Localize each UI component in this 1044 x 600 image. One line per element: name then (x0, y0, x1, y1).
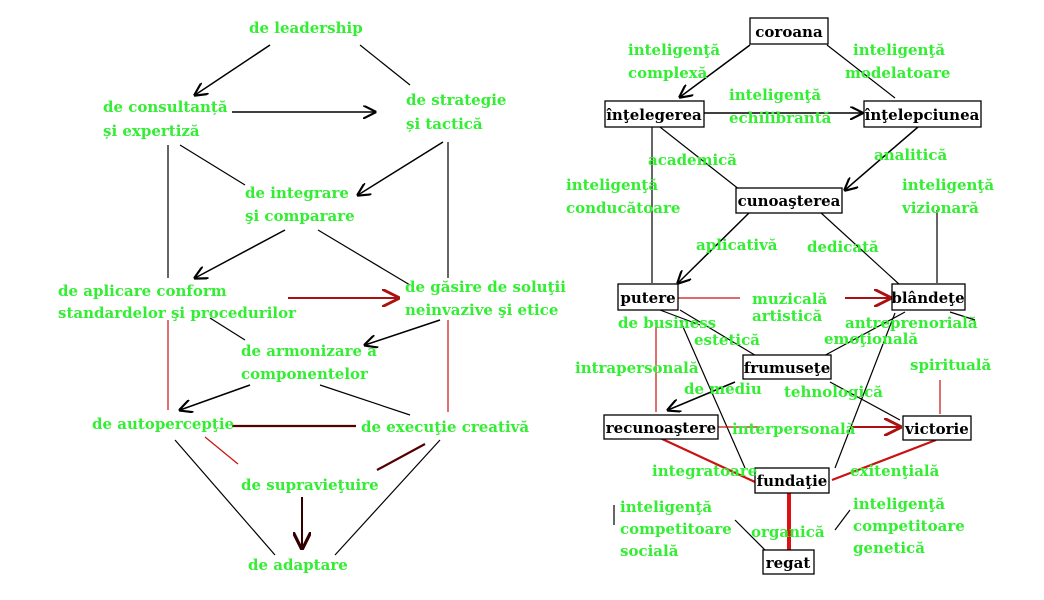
box-frumusete: frumuseţe (742, 354, 832, 380)
svg-text:fundaţie: fundaţie (757, 472, 828, 490)
label-strategie-2: și tactică (406, 115, 483, 133)
label-analitica: analitică (874, 146, 948, 164)
label-muzicala-1: muzicală (752, 290, 828, 308)
label-sociala-3: socială (620, 542, 679, 560)
label-vizionara-1: inteligenţă (902, 176, 994, 194)
label-adaptare: de adaptare (248, 556, 348, 574)
box-cunoasterea: cunoaşterea (735, 187, 843, 214)
label-armonizare-2: componentelor (241, 365, 369, 383)
label-organica: organică (751, 523, 825, 541)
label-strategie-1: de strategie (406, 91, 506, 109)
label-echilibranta-2: echilibrantă (729, 109, 832, 127)
label-academica: academică (648, 151, 737, 169)
label-estetica: estetică (694, 331, 760, 349)
label-integratoare: integratoare (652, 462, 757, 480)
label-gasire-1: de găsire de soluţii (405, 278, 566, 296)
label-genetica-1: inteligenţă (853, 495, 945, 513)
box-regat: regat (762, 549, 815, 575)
label-integrare-1: de integrare (245, 184, 349, 202)
right-connectors (613, 44, 976, 551)
label-mediu: de mediu (684, 380, 762, 398)
right-labels: inteligenţă complexă inteligenţă modelat… (566, 41, 994, 560)
label-conducatoare-1: inteligenţă (566, 176, 658, 194)
label-consultanta-1: de consultanță (103, 98, 228, 116)
label-armonizare-1: de armonizare a (241, 342, 377, 360)
svg-text:recunoaştere: recunoaştere (606, 419, 716, 437)
label-spirituala: spirituală (910, 356, 991, 374)
label-business: de business (618, 314, 716, 332)
label-sociala-1: inteligenţă (620, 498, 712, 516)
label-sociala-2: competitoare (620, 520, 732, 538)
label-existentiala: exitenţială (850, 462, 940, 480)
label-conducatoare-2: conducătoare (566, 199, 680, 217)
box-recunoastere: recunoaştere (603, 414, 719, 440)
svg-text:înţelepciunea: înţelepciunea (865, 106, 980, 124)
svg-text:frumuseţe: frumuseţe (744, 359, 831, 377)
svg-text:blândeţe: blândeţe (891, 289, 964, 307)
svg-text:putere: putere (620, 289, 675, 307)
svg-text:înţelegerea: înţelegerea (606, 106, 702, 124)
box-putere: putere (617, 283, 679, 311)
label-emotionala: emoţională (824, 330, 918, 348)
label-aplicativa: aplicativă (696, 236, 778, 254)
svg-text:cunoaşterea: cunoaşterea (738, 192, 841, 210)
left-labels: de leadership de consultanță și expertiz… (58, 19, 566, 574)
box-blandete: blândeţe (891, 283, 966, 311)
right-boxes: coroana înţelegerea înţelepciunea cunoaş… (603, 17, 982, 575)
label-echilibranta-1: inteligenţă (729, 86, 821, 104)
label-modelatoare-2: modelatoare (845, 64, 950, 82)
label-supravietuire: de supravieţuire (241, 476, 379, 494)
box-intelepciunea: înţelepciunea (863, 100, 982, 128)
label-consultanta-2: și expertiză (103, 122, 200, 140)
svg-text:regat: regat (766, 554, 811, 572)
label-intrapersonala: intrapersonală (575, 359, 699, 377)
label-complexa-1: inteligenţă (628, 41, 720, 59)
label-integrare-2: şi comparare (245, 207, 355, 225)
label-executie: de execuţie creativă (361, 418, 529, 436)
label-genetica-3: genetică (853, 539, 925, 557)
box-intelegerea: înţelegerea (604, 100, 705, 128)
label-leadership: de leadership (249, 19, 363, 37)
label-muzicala-2: artistică (752, 307, 822, 325)
label-genetica-2: competitoare (853, 517, 965, 535)
label-gasire-2: neinvazive şi etice (405, 301, 558, 319)
label-autopercep: de autopercepţie (92, 415, 234, 433)
label-interpersonala: interpersonală (732, 420, 856, 438)
left-connectors (167, 44, 449, 556)
label-modelatoare-1: inteligenţă (853, 41, 945, 59)
box-victorie: victorie (902, 415, 972, 441)
svg-text:coroana: coroana (755, 23, 823, 41)
label-dedicata: dedicată (807, 238, 879, 256)
label-tehnologica: tehnologică (784, 383, 883, 401)
label-aplicare-1: de aplicare conform (58, 282, 227, 300)
svg-text:victorie: victorie (904, 420, 969, 438)
box-fundatie: fundaţie (754, 467, 830, 494)
label-antreprenoriala: antreprenorială (845, 314, 978, 332)
box-coroana: coroana (749, 17, 829, 45)
label-complexa-2: complexă (628, 64, 708, 82)
label-vizionara-2: vizionară (901, 199, 979, 217)
label-aplicare-2: standardelor şi procedurilor (58, 304, 297, 322)
